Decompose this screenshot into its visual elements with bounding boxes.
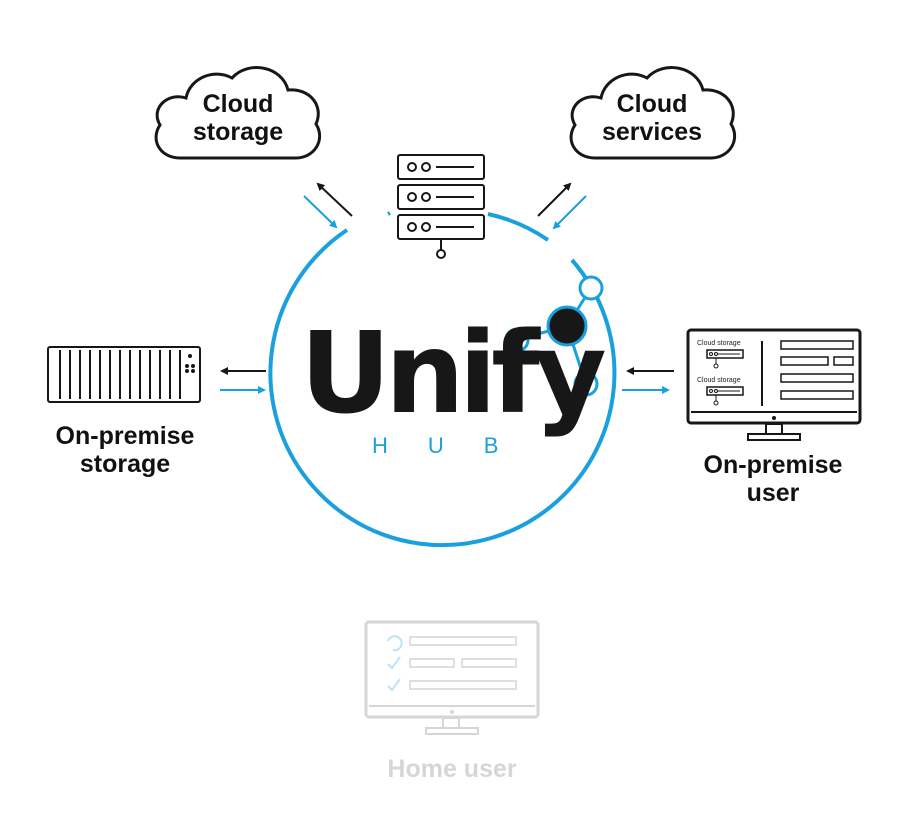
arrow-to-cloud-services [537, 182, 572, 217]
monitor-item-label-1: Cloud storage [697, 340, 741, 347]
storage-rack-icon [47, 346, 201, 403]
cloud-storage-line2: storage [192, 118, 284, 146]
onprem-user-monitor-icon [686, 328, 862, 441]
arrow-to-cloud-storage [316, 182, 353, 217]
cloud-storage-icon [154, 66, 322, 160]
hub-wordmark: Unify [300, 309, 607, 439]
onprem-storage-line2: storage [79, 450, 171, 478]
home-user-monitor-icon [364, 620, 540, 735]
hub-ring-top-right [487, 212, 550, 242]
molecule-icon [504, 275, 604, 397]
cloud-storage-label: Cloud storage [178, 90, 298, 146]
home-user-label: Home user [387, 755, 517, 783]
cloud-services-icon [569, 66, 737, 160]
monitor-item-label-2: Cloud storage [697, 377, 741, 384]
onprem-storage-label: On-premise storage [30, 422, 220, 478]
hub-ring-top-left [387, 211, 391, 216]
onprem-user-line2: user [746, 479, 800, 507]
onprem-user-line1: On-premise [703, 451, 843, 479]
onprem-storage-line1: On-premise [55, 422, 195, 450]
arrow-from-cloud-services [552, 195, 587, 230]
cloud-services-line1: Cloud [616, 90, 688, 118]
cloud-services-label: Cloud services [592, 90, 712, 146]
cloud-storage-line1: Cloud [202, 90, 274, 118]
server-icon [397, 154, 485, 259]
onprem-user-label: On-premise user [678, 451, 868, 507]
cloud-services-line2: services [601, 118, 703, 146]
hub-ring [268, 228, 617, 548]
hub-subtitle: HUB [372, 433, 539, 458]
arrow-from-cloud-storage [303, 195, 338, 229]
